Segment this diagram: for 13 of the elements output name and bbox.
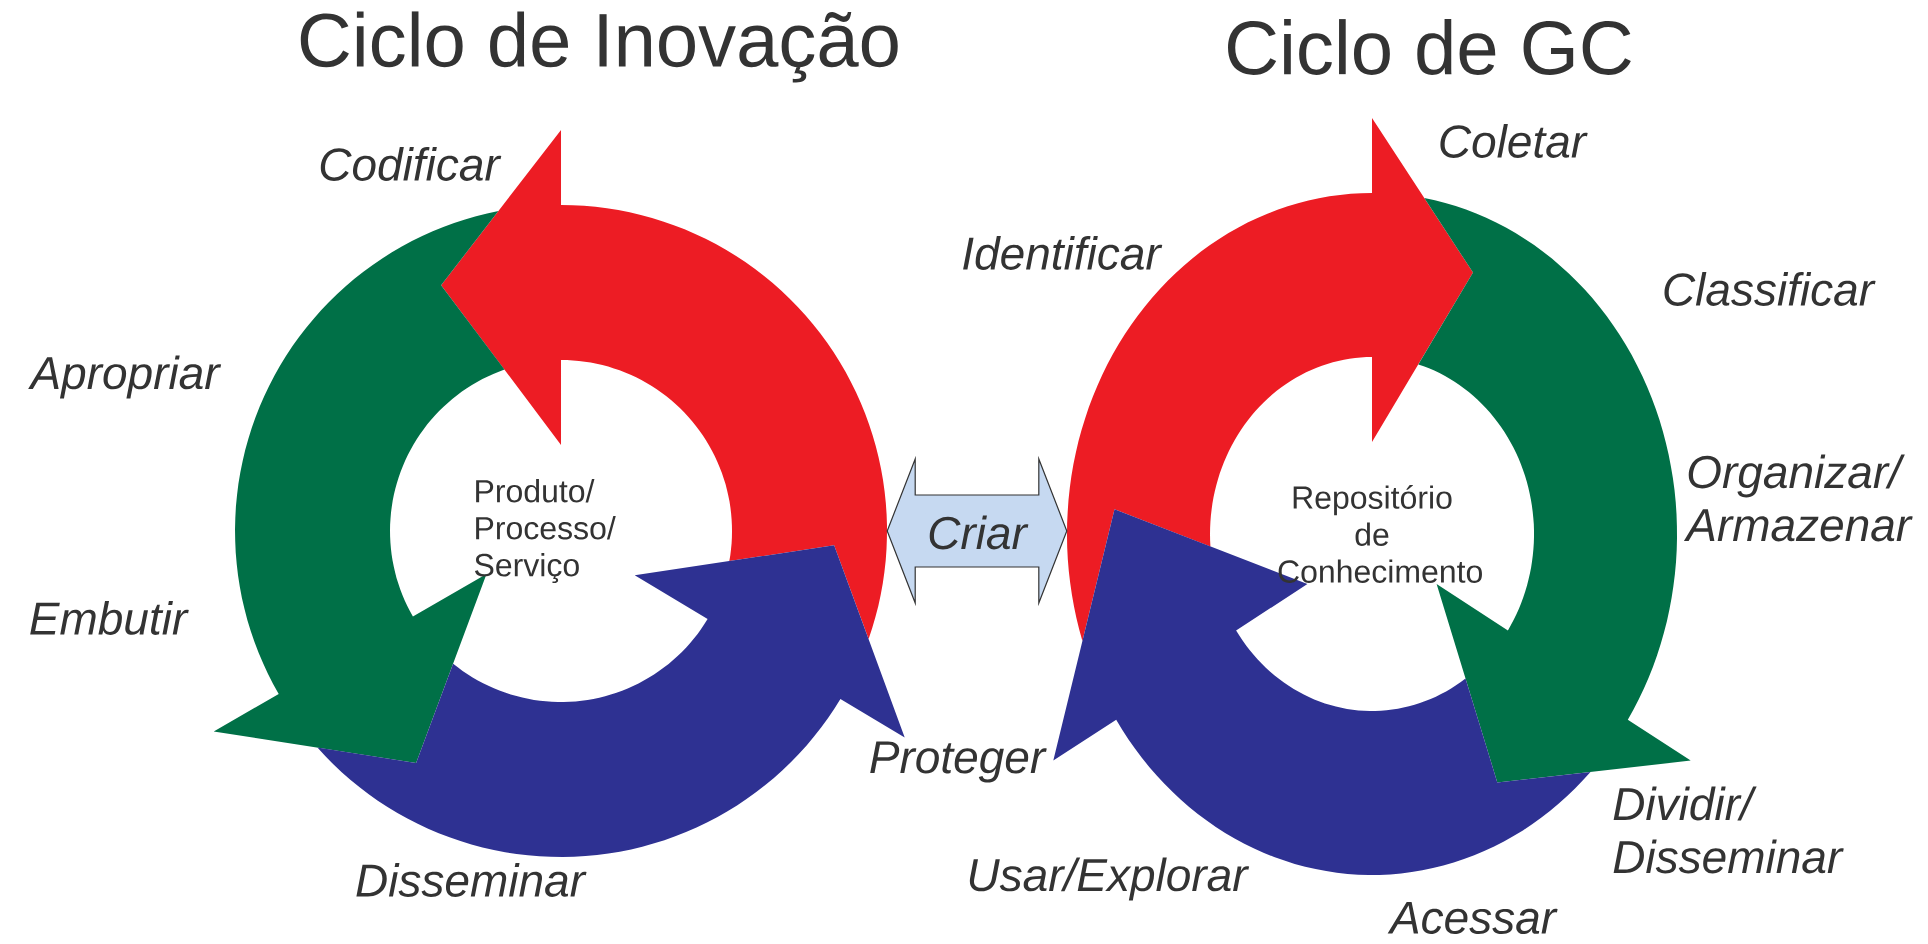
- step-label: Classificar: [1664, 272, 1876, 306]
- step-label: Usar/Explorar: [969, 857, 1250, 901]
- center-text: Produto/ Processo/ Serviço: [474, 479, 616, 583]
- step-label: Proteger: [870, 741, 1047, 783]
- step-label: Organizar/ Armazenar: [1683, 454, 1913, 542]
- step-label: Codificar: [320, 147, 502, 181]
- step-label: Coletar: [1440, 124, 1588, 158]
- title: Ciclo de Inovação: [300, 11, 898, 83]
- center-text: Repositório de Conhecimento: [1278, 485, 1482, 583]
- step-label: Identificar: [963, 236, 1163, 270]
- step-label: Dividir/ Disseminar: [1613, 786, 1844, 874]
- step-label: Apropriar: [28, 355, 222, 399]
- edge-label: Criar: [925, 513, 1029, 552]
